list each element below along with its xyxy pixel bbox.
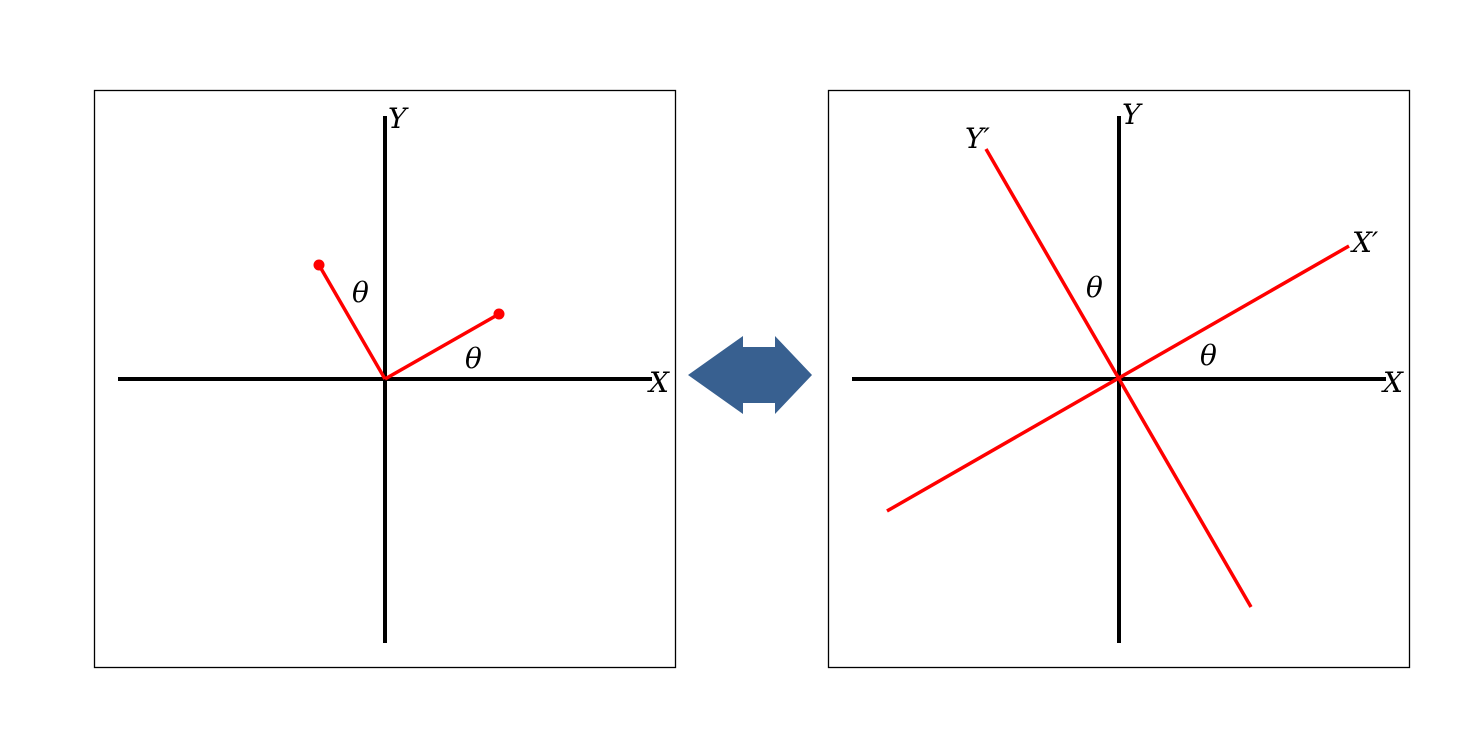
right-angle-label-y: θ	[1086, 271, 1103, 304]
left-vector-y	[317, 264, 387, 380]
left-vector-x-endpoint	[493, 308, 505, 320]
left-vector-y-endpoint	[313, 259, 325, 271]
left-y-axis-label: Y	[388, 102, 409, 135]
right-y-axis-label: Y	[1122, 98, 1143, 131]
double-headed-arrow-icon	[688, 336, 812, 414]
right-angle-label-x: θ	[1200, 339, 1217, 372]
right-panel: Y X Y′ X′ θ θ	[827, 89, 1411, 669]
left-angle-label-y: θ	[352, 276, 369, 309]
rotated-y-axis	[984, 148, 1253, 608]
left-vector-x	[384, 312, 500, 381]
left-panel: Y X θ θ	[93, 89, 677, 669]
rotated-x-axis-label: X′	[1350, 226, 1379, 259]
left-angle-label-x: θ	[465, 342, 482, 375]
right-x-axis-label: X	[1381, 366, 1404, 399]
rotated-y-axis-label: Y′	[965, 122, 990, 155]
left-x-axis-label: X	[647, 366, 670, 399]
